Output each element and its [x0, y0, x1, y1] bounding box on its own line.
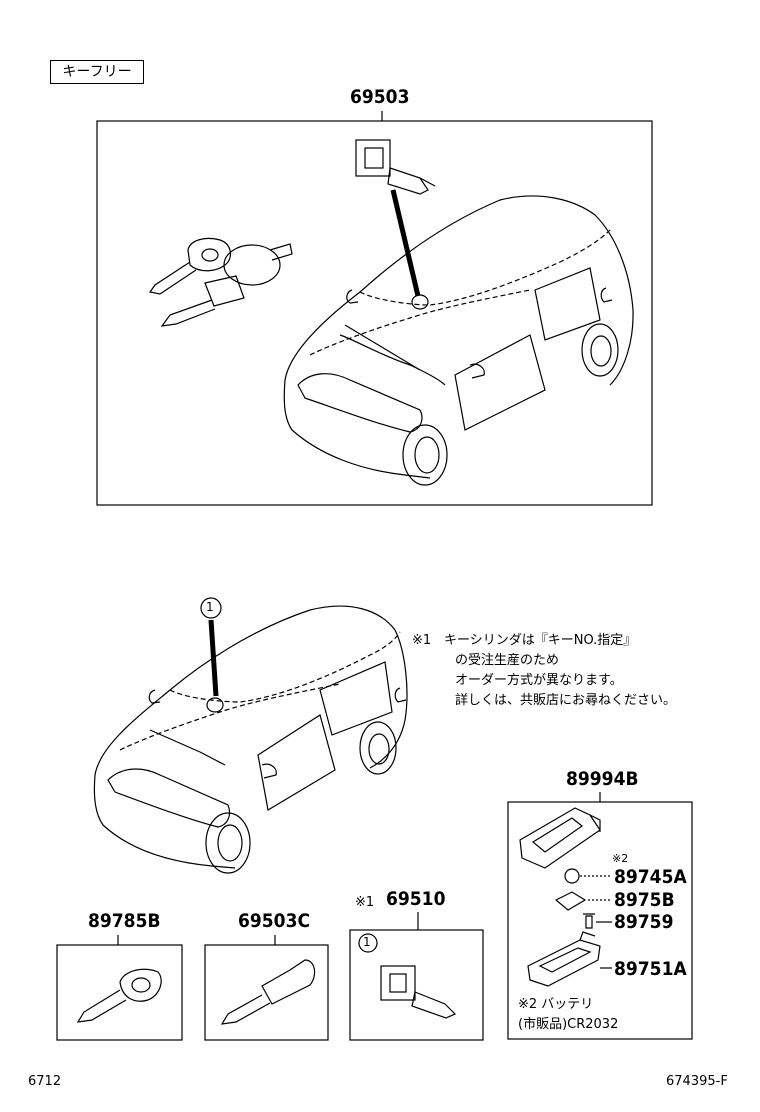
note1-line-1: キーシリンダは『キーNO.指定』	[444, 633, 637, 648]
note1-line-3: オーダー方式が異なります。	[455, 673, 623, 688]
case-illustration	[527, 931, 601, 987]
part-number-board: 8975B	[614, 889, 675, 911]
header-tag: キーフリー	[50, 60, 144, 84]
part-number-key-blank-c: 69503C	[238, 910, 311, 932]
cylinder-illustration	[380, 965, 457, 1019]
note1-mark-cylinder: ※1	[355, 895, 375, 910]
part-number-key-blank: 89785B	[88, 910, 161, 932]
key-blank-frame	[56, 944, 183, 1041]
part-number-battery-kit: 89994B	[566, 768, 639, 790]
circuit-board	[554, 891, 587, 911]
callout-circle-1-box	[358, 933, 378, 953]
footer-page-code: 6712	[28, 1074, 62, 1089]
part-number-battery: 89745A	[614, 866, 687, 888]
part-number-screw: 89759	[614, 911, 674, 933]
key-illustration-top	[148, 237, 293, 327]
callout-circle-1	[200, 597, 222, 619]
note2-line-2: (市販品)CR2032	[518, 1017, 619, 1032]
note2-line-1: ※2 バッテリ	[518, 997, 594, 1012]
battery-cell	[564, 868, 580, 884]
key-blank-c-illustration	[220, 959, 316, 1025]
key-blank-illustration	[76, 968, 162, 1023]
part-number-case: 89751A	[614, 958, 687, 980]
note2-mark-battery: ※2	[612, 852, 629, 865]
main-set-frame	[96, 120, 653, 506]
note1-line-4: 詳しくは、共販店にお尋ねください。	[455, 693, 677, 708]
fob-illustration	[519, 807, 601, 869]
part-number-cylinder: 69510	[386, 888, 446, 910]
car-illustration-top	[283, 195, 634, 486]
part-number-main-set: 69503	[350, 86, 410, 108]
callout-number: 1	[206, 600, 214, 614]
car-illustration-bottom	[93, 605, 408, 874]
key-blank-c-frame	[204, 944, 329, 1041]
callout-number-box: 1	[363, 935, 371, 949]
screw-part	[583, 913, 595, 929]
cylinder-frame	[349, 929, 484, 1041]
note1-mark: ※1	[412, 633, 432, 648]
cylinder-illustration-top	[355, 139, 436, 195]
note1-line-2: の受注生産のため	[455, 653, 560, 668]
footer-doc-code: 674395-F	[666, 1074, 728, 1089]
